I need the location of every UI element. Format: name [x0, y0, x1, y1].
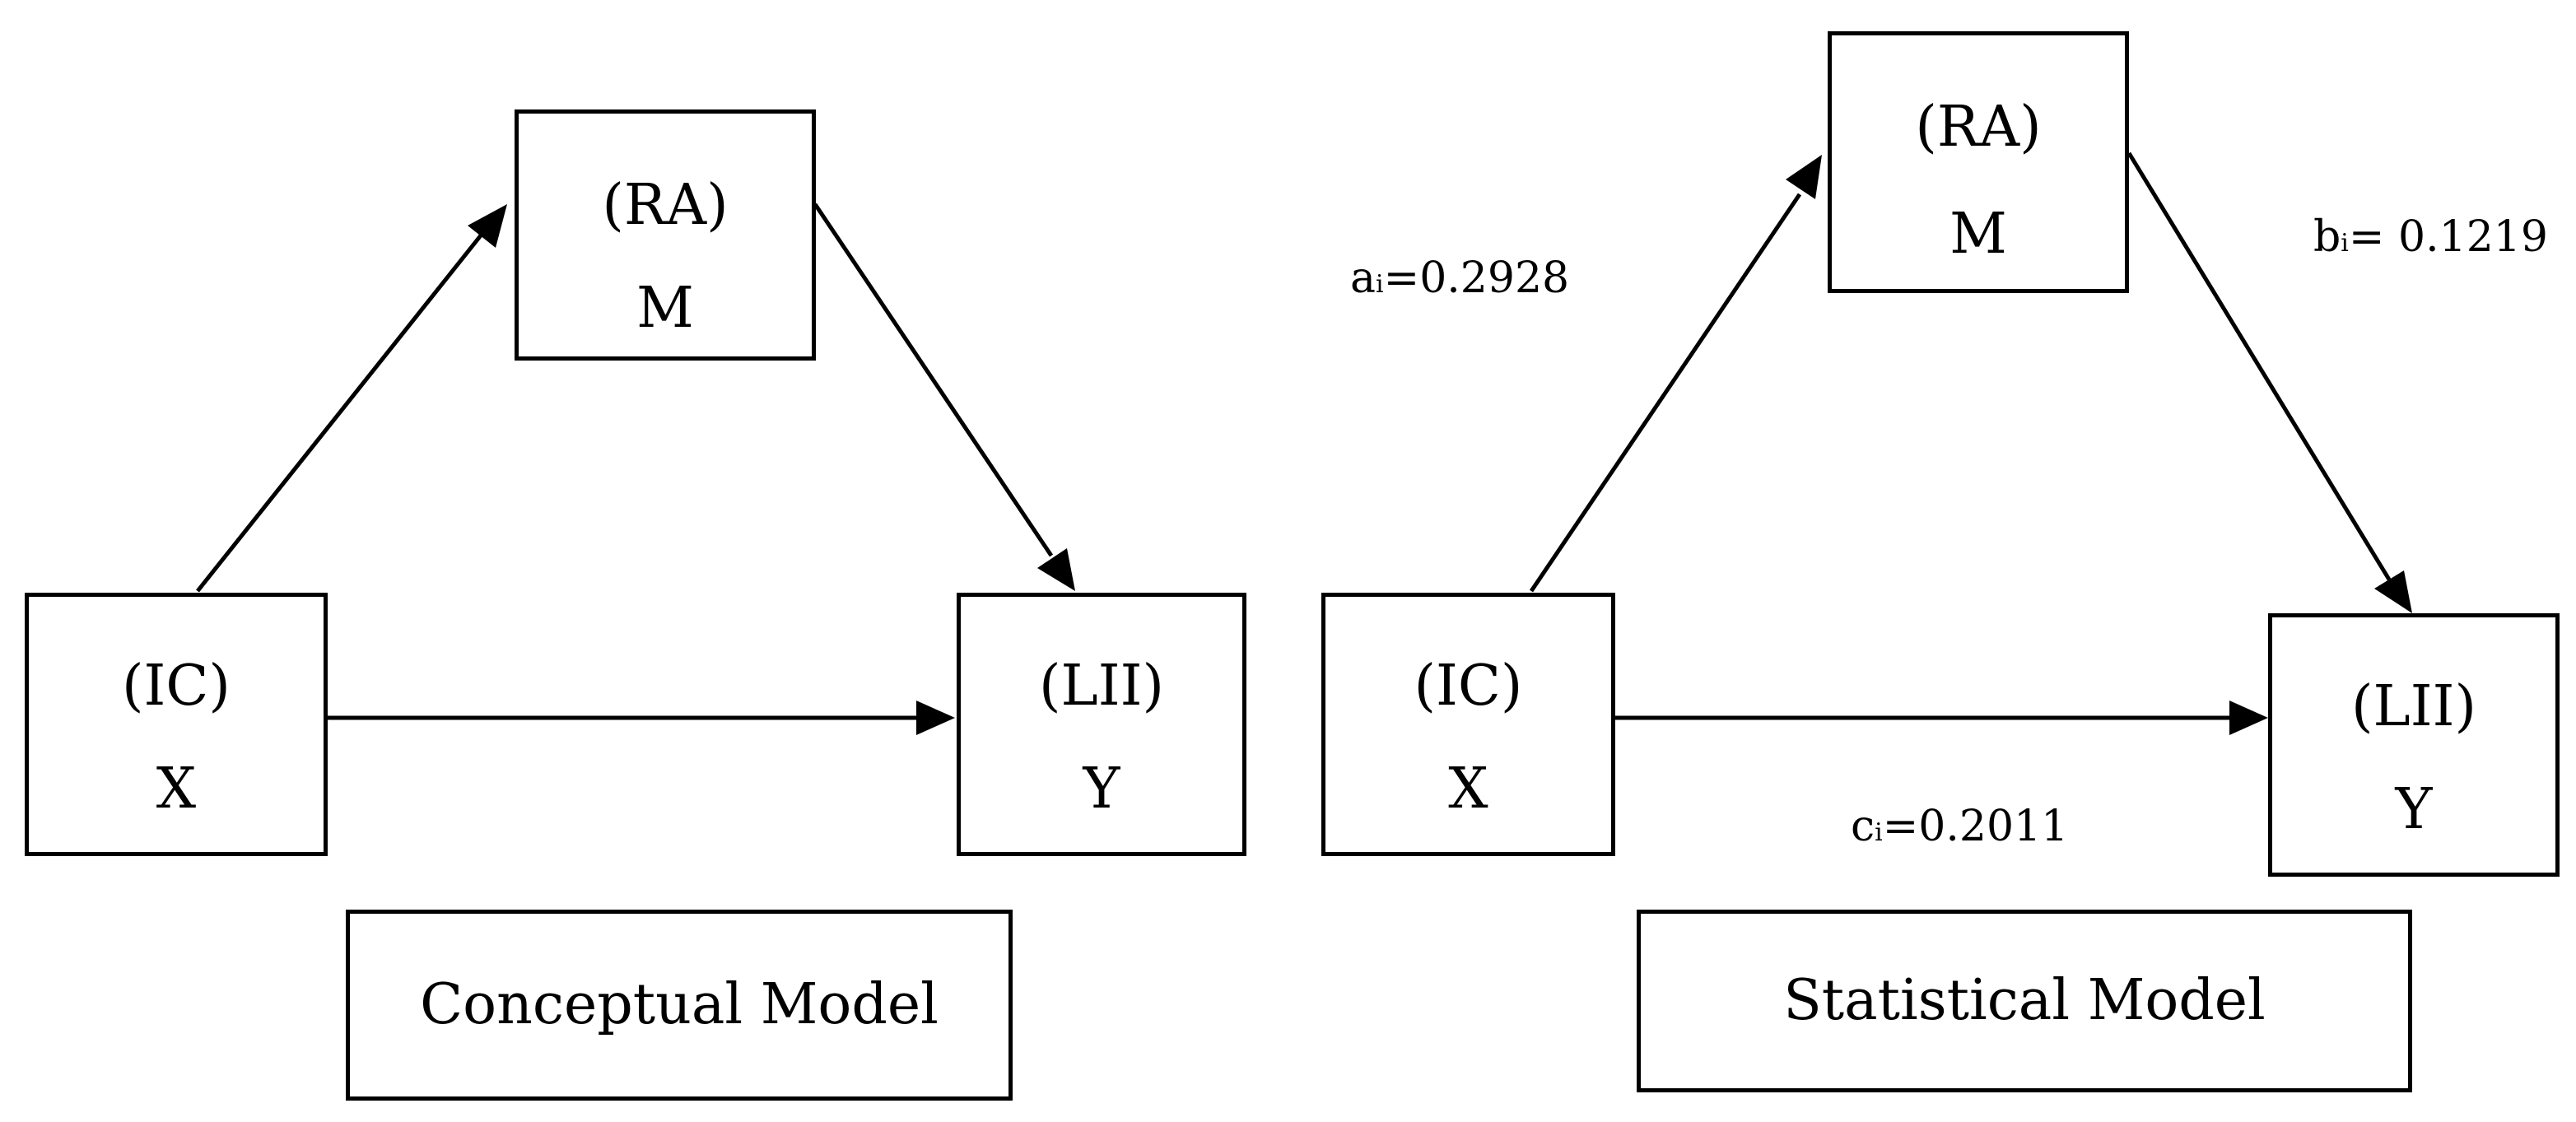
statistical-arrowhead-x-to-m [1786, 155, 1822, 199]
conceptual-y-box-top-label: (LII) [1039, 654, 1164, 719]
coef-c-value: =0.2011 [1882, 802, 2069, 851]
statistical-arrowhead-m-to-y [2374, 570, 2412, 613]
statistical-m-box-top-label: (RA) [1915, 95, 2042, 160]
statistical-arrow-m-to-y [2126, 151, 2392, 581]
conceptual-m-box-bottom-label: M [636, 276, 694, 341]
conceptual-x-box-bottom-label: X [156, 757, 197, 822]
statistical-x-box-bottom-label: X [1448, 757, 1488, 822]
conceptual-m-box: (RA) M [515, 109, 816, 361]
conceptual-y-box: (LII) Y [957, 593, 1246, 856]
conceptual-caption: Conceptual Model [420, 972, 939, 1037]
conceptual-y-box-bottom-label: Y [1083, 757, 1120, 822]
conceptual-arrow-x-to-m [196, 234, 482, 593]
coef-c-symbol: c [1851, 802, 1875, 851]
coef-a-label: ai=0.2928 [1350, 257, 1569, 300]
statistical-x-box: (IC) X [1321, 593, 1615, 856]
coef-a-value: =0.2928 [1383, 254, 1570, 303]
coef-b-label: bi= 0.1219 [2313, 216, 2548, 258]
statistical-y-box: (LII) Y [2268, 613, 2560, 877]
conceptual-m-box-top-label: (RA) [602, 173, 729, 238]
statistical-y-box-top-label: (LII) [2351, 674, 2476, 739]
conceptual-x-box: (IC) X [25, 593, 328, 856]
conceptual-caption-box: Conceptual Model [346, 910, 1013, 1101]
conceptual-arrowhead-m-to-y [1037, 548, 1075, 591]
coef-b-symbol: b [2313, 212, 2341, 262]
conceptual-arrowhead-x-to-y [916, 701, 955, 735]
coef-b-subscript: i [2341, 229, 2349, 258]
statistical-y-box-bottom-label: Y [2395, 777, 2433, 842]
statistical-caption: Statistical Model [1783, 968, 2266, 1033]
statistical-m-box-bottom-label: M [1949, 202, 2007, 267]
coef-b-value: = 0.1219 [2348, 212, 2548, 262]
coef-a-symbol: a [1350, 254, 1377, 303]
coef-c-label: ci=0.2011 [1851, 805, 2068, 848]
coef-c-subscript: i [1875, 818, 1883, 847]
coef-a-subscript: i [1376, 270, 1384, 299]
conceptual-arrowhead-x-to-m [468, 204, 507, 248]
conceptual-arrow-m-to-y [813, 203, 1054, 557]
conceptual-x-box-top-label: (IC) [122, 654, 231, 719]
statistical-caption-box: Statistical Model [1637, 910, 2412, 1092]
statistical-arrow-x-to-m [1529, 193, 1802, 593]
statistical-arrowhead-x-to-y [2229, 701, 2268, 735]
statistical-m-box: (RA) M [1828, 31, 2129, 293]
statistical-x-box-top-label: (IC) [1414, 654, 1523, 719]
